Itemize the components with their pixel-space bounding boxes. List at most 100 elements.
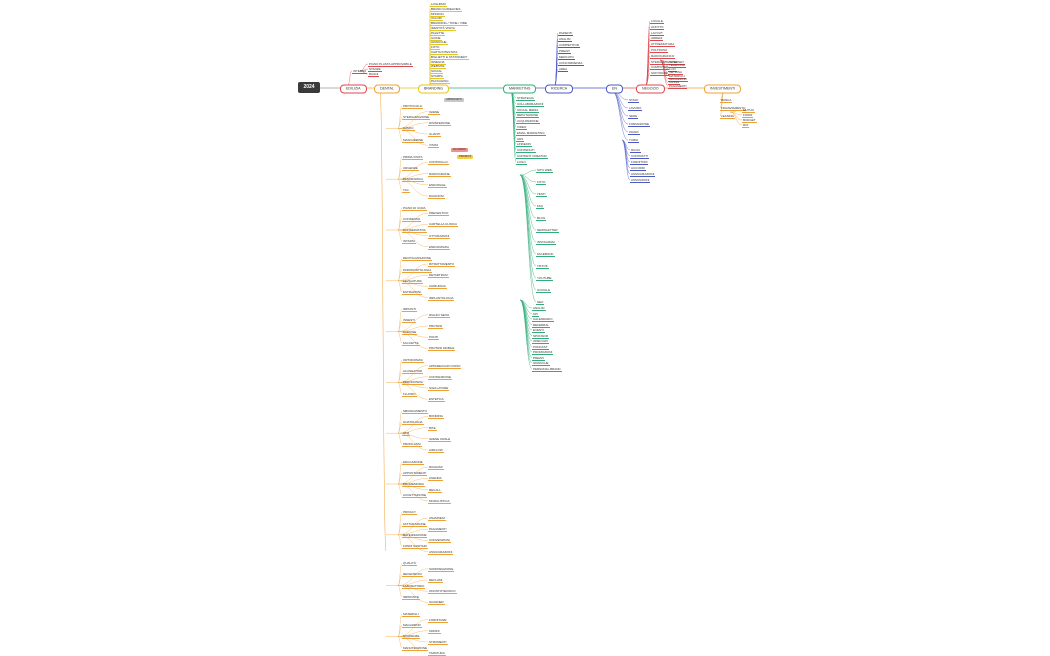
node-stampa[interactable]: STAMPA xyxy=(430,74,444,79)
node-privacy[interactable]: PRIVACY xyxy=(402,510,417,516)
node-promemoria[interactable]: PROMEMORIA xyxy=(402,482,425,487)
node-agenda[interactable]: AGENDA xyxy=(428,476,443,482)
node-appuntamenti[interactable]: APPUNTAMENTI xyxy=(402,470,428,476)
node-accordi[interactable]: ACCORDI xyxy=(630,166,646,171)
node-ponti[interactable]: PONTI xyxy=(428,335,440,341)
node-pazienti[interactable]: PAZIENTI xyxy=(558,31,574,36)
node-brand-guidelines[interactable]: BRAND GUIDELINES xyxy=(430,6,462,12)
node-ritrattamento[interactable]: RITRATTAMENTO xyxy=(428,262,455,267)
node-conservativa[interactable]: CONSERVATIVA xyxy=(402,228,427,233)
hub-branding[interactable]: BRANDING xyxy=(418,84,449,94)
node-impronte[interactable]: IMPRONTE xyxy=(402,594,420,600)
node-foto[interactable]: FOTO xyxy=(430,45,441,51)
node-attrezzatura[interactable]: ATTREZZATURA xyxy=(650,42,676,48)
node-video[interactable]: VIDEO xyxy=(516,125,528,130)
node-igiene-orale[interactable]: IGIENE ORALE xyxy=(428,436,452,442)
node-kpi[interactable]: KPI xyxy=(532,311,539,317)
node-airflow[interactable]: AIRFLOW xyxy=(428,448,444,453)
hub-investimenti[interactable]: INVESTIMENTI xyxy=(704,84,742,94)
node-mercato[interactable]: MERCATO xyxy=(558,55,575,60)
node-apparecchio-fisso[interactable]: APPARECCHIO FISSO xyxy=(428,363,462,369)
node-competitor[interactable]: COMPETITOR xyxy=(558,43,580,48)
node-website[interactable]: WEBSITE xyxy=(430,64,446,70)
node-facebook[interactable]: FACEBOOK xyxy=(536,252,555,257)
node-recall[interactable]: RECALL xyxy=(428,487,442,493)
node-sterilizzazione[interactable]: STERILIZZAZIONE xyxy=(402,115,431,121)
node-open-day[interactable]: OPEN DAY xyxy=(532,339,550,344)
node-faq[interactable]: FAQ xyxy=(536,204,545,209)
node-chirurgia[interactable]: CHIRURGIA xyxy=(428,284,447,290)
node-eventi[interactable]: EVENTI xyxy=(532,328,545,333)
node-social-media[interactable]: SOCIAL MEDIA xyxy=(516,107,540,113)
node-sigillature[interactable]: SIGILLATURE xyxy=(428,386,450,391)
node-collaborazioni[interactable]: COLLABORAZIONI xyxy=(516,101,545,107)
node-visita[interactable]: VISITA xyxy=(428,143,440,149)
node-orari[interactable]: ORARI xyxy=(628,130,640,135)
node-reputazione[interactable]: REPUTAZIONE xyxy=(516,113,540,119)
node-mission[interactable]: MISSION xyxy=(430,11,445,17)
node-prima-visita[interactable]: PRIMA VISITA xyxy=(402,154,424,160)
node-software[interactable]: SOFTWARE xyxy=(650,71,669,77)
node-protesi[interactable]: PROTESI xyxy=(428,324,444,329)
hub-edilizia[interactable]: EDILIZIA xyxy=(340,84,367,94)
node-urgenze[interactable]: URGENZE xyxy=(402,166,419,171)
node-materiali[interactable]: MATERIALI xyxy=(402,612,420,617)
node-bagni[interactable]: BAGNI xyxy=(368,72,380,77)
node-scanner[interactable]: SCANNER xyxy=(428,600,445,606)
node-ruoli[interactable]: RUOLI xyxy=(630,148,642,153)
node-telefono[interactable]: TELEFONO xyxy=(668,63,687,69)
node-logo[interactable]: LOGO xyxy=(516,159,527,165)
node-sede[interactable]: SEDE xyxy=(628,114,639,119)
node-pedodonzia[interactable]: PEDODONZIA xyxy=(402,380,424,386)
node-icone[interactable]: ICONE xyxy=(430,35,442,41)
node-vetrina[interactable]: VETRINA xyxy=(668,70,684,76)
node-palette[interactable]: PALETTE xyxy=(430,30,446,36)
node-richiami[interactable]: RICHIAMI xyxy=(428,465,444,471)
node-area[interactable]: AREA xyxy=(558,67,569,72)
node-biglietti-e-stationery[interactable]: BIGLIETTI E STATIONERY xyxy=(430,54,469,60)
hub-en[interactable]: EN xyxy=(606,84,623,94)
node-analisi[interactable]: ANALISI xyxy=(558,37,572,42)
node-corone[interactable]: CORONE xyxy=(402,329,418,335)
node-valori[interactable]: VALORI xyxy=(430,16,443,22)
node-strumenti[interactable]: STRUMENTI xyxy=(428,640,448,645)
node-igiene[interactable]: IGIENE xyxy=(428,109,441,115)
node-calendario[interactable]: CALENDARIO xyxy=(532,317,554,322)
node-otturazioni[interactable]: OTTURAZIONI xyxy=(428,233,451,239)
node-newsletter[interactable]: NEWSLETTER xyxy=(536,228,559,233)
node-guanti[interactable]: GUANTI xyxy=(428,132,442,137)
hub-ricerca[interactable]: RICERCA xyxy=(545,84,574,94)
node-fluoro[interactable]: FLUORO xyxy=(402,391,417,397)
node-detartrasi[interactable]: DETARTRASI xyxy=(428,273,449,279)
node-implantologia[interactable]: IMPLANTOLOGIA xyxy=(428,295,455,301)
node-budget[interactable]: BUDGET xyxy=(742,118,757,123)
node-locale[interactable]: LOCALE xyxy=(650,19,664,24)
node-laboratorio[interactable]: LABORATORIO xyxy=(402,583,426,589)
node-estetica[interactable]: ESTETICA xyxy=(428,397,445,403)
node-magazzino[interactable]: MAGAZZINO xyxy=(668,77,688,82)
node-podcast[interactable]: PODCAST xyxy=(532,344,549,350)
node-arredi[interactable]: ARREDI xyxy=(650,36,664,42)
node-bite[interactable]: BITE xyxy=(428,425,437,431)
node-rateizzazione[interactable]: RATEIZZAZIONE xyxy=(402,532,428,538)
node-ads[interactable]: ADS xyxy=(516,136,525,142)
node-faccette[interactable]: FACCETTE xyxy=(402,340,420,346)
node-assunzioni[interactable]: ASSUNZIONI xyxy=(630,178,651,183)
node-preventivo[interactable]: PREVENTIVO xyxy=(428,211,450,217)
node-endodonzia[interactable]: ENDODONZIA xyxy=(428,244,451,250)
node-assicurazioni[interactable]: ASSICURAZIONI xyxy=(630,172,656,177)
node-instagram[interactable]: INSTAGRAM xyxy=(536,240,556,245)
node-concorrenza[interactable]: CONCORRENZA xyxy=(558,61,584,66)
node-acquisizione[interactable]: ACQUISIZIONE xyxy=(516,119,540,125)
node-carta-intestata[interactable]: CARTA INTESTATA xyxy=(430,50,459,55)
node-sponsor[interactable]: SPONSOR xyxy=(532,333,550,339)
node-allineatori[interactable]: ALLINEATORI xyxy=(402,369,424,375)
node-identit-visiva[interactable]: IDENTITÀ VISIVA xyxy=(430,26,456,31)
node-grafiche[interactable]: GRAFICHE xyxy=(532,361,550,366)
node-stanze[interactable]: STANZE xyxy=(368,67,382,72)
node-leasing[interactable]: LEASING xyxy=(720,114,736,119)
node-anamnesi[interactable]: ANAMNESI xyxy=(428,516,446,521)
node-packaging[interactable]: PACKAGING xyxy=(430,78,450,84)
node-contenuti[interactable]: CONTENUTI xyxy=(516,148,536,154)
node-affitto[interactable]: AFFITTO xyxy=(650,24,665,30)
